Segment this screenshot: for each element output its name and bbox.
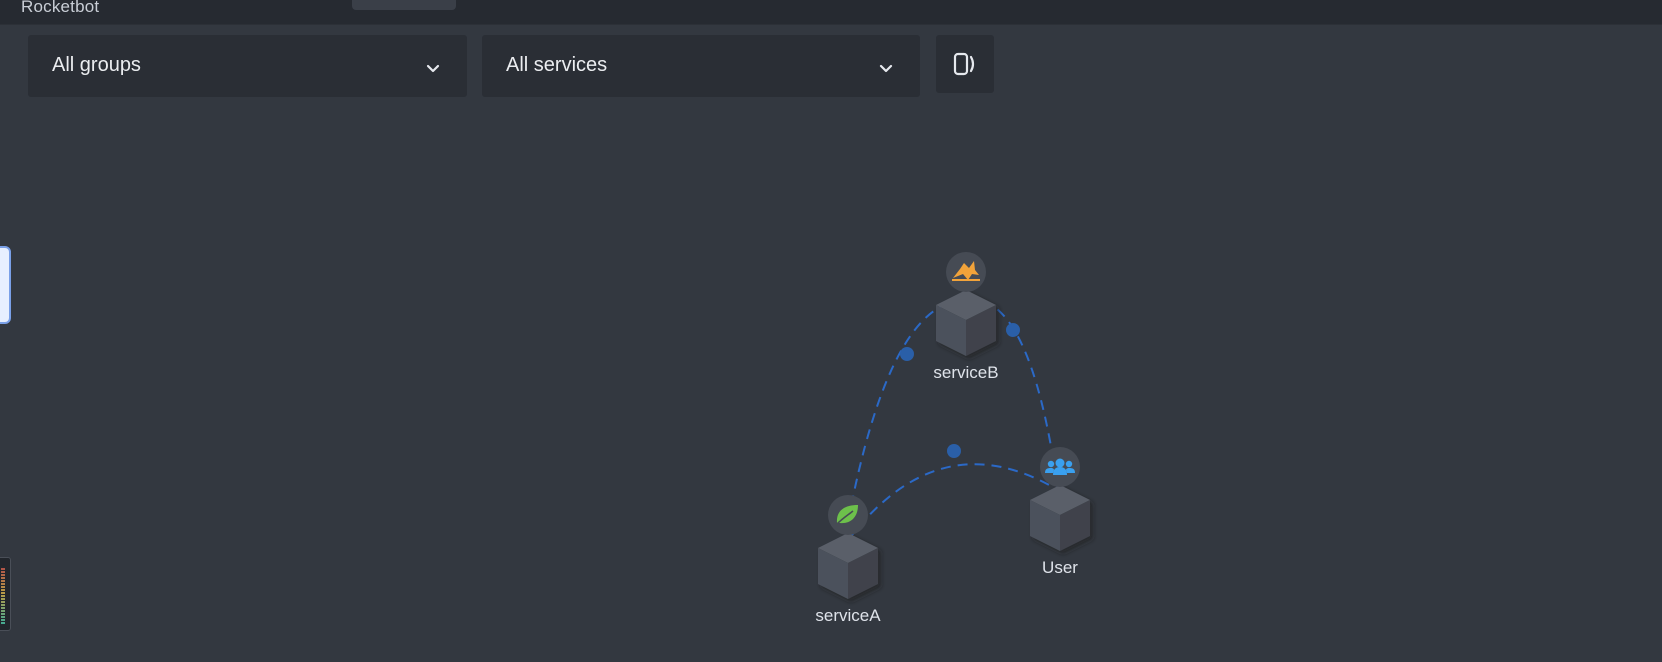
group-select[interactable]: All groups bbox=[28, 35, 467, 97]
tomcat-icon bbox=[952, 261, 980, 281]
edge-dot-serviceB-user[interactable] bbox=[1006, 323, 1020, 337]
side-panel-handle[interactable] bbox=[0, 246, 11, 324]
node-label: serviceB bbox=[933, 363, 998, 382]
heat-legend-scale bbox=[1, 568, 5, 624]
spring-leaf-icon bbox=[836, 505, 858, 525]
node-label: User bbox=[1042, 558, 1078, 577]
top-bar: Rocketbot bbox=[0, 0, 1662, 25]
edge-dot-serviceA-user[interactable] bbox=[947, 444, 961, 458]
chevron-down-icon bbox=[426, 64, 440, 73]
edge-dot-serviceA-serviceB[interactable] bbox=[900, 347, 914, 361]
app-name: Rocketbot bbox=[21, 0, 100, 16]
node-user[interactable]: User bbox=[1030, 447, 1090, 577]
edge-serviceB-user[interactable] bbox=[965, 298, 1059, 491]
chevron-down-icon bbox=[879, 64, 893, 73]
node-label: serviceA bbox=[815, 606, 881, 625]
node-serviceA[interactable]: serviceA bbox=[815, 495, 881, 625]
layout-toggle-button[interactable] bbox=[936, 35, 994, 93]
top-tab[interactable] bbox=[352, 0, 456, 10]
node-serviceB[interactable]: serviceB bbox=[933, 252, 999, 382]
edge-serviceA-user[interactable] bbox=[847, 463, 1059, 541]
users-icon bbox=[1045, 458, 1075, 475]
service-select[interactable]: All services bbox=[482, 35, 920, 97]
group-select-value: All groups bbox=[52, 54, 141, 76]
heat-legend bbox=[0, 557, 11, 631]
device-toggle-icon bbox=[953, 52, 975, 76]
service-select-value: All services bbox=[506, 54, 608, 76]
